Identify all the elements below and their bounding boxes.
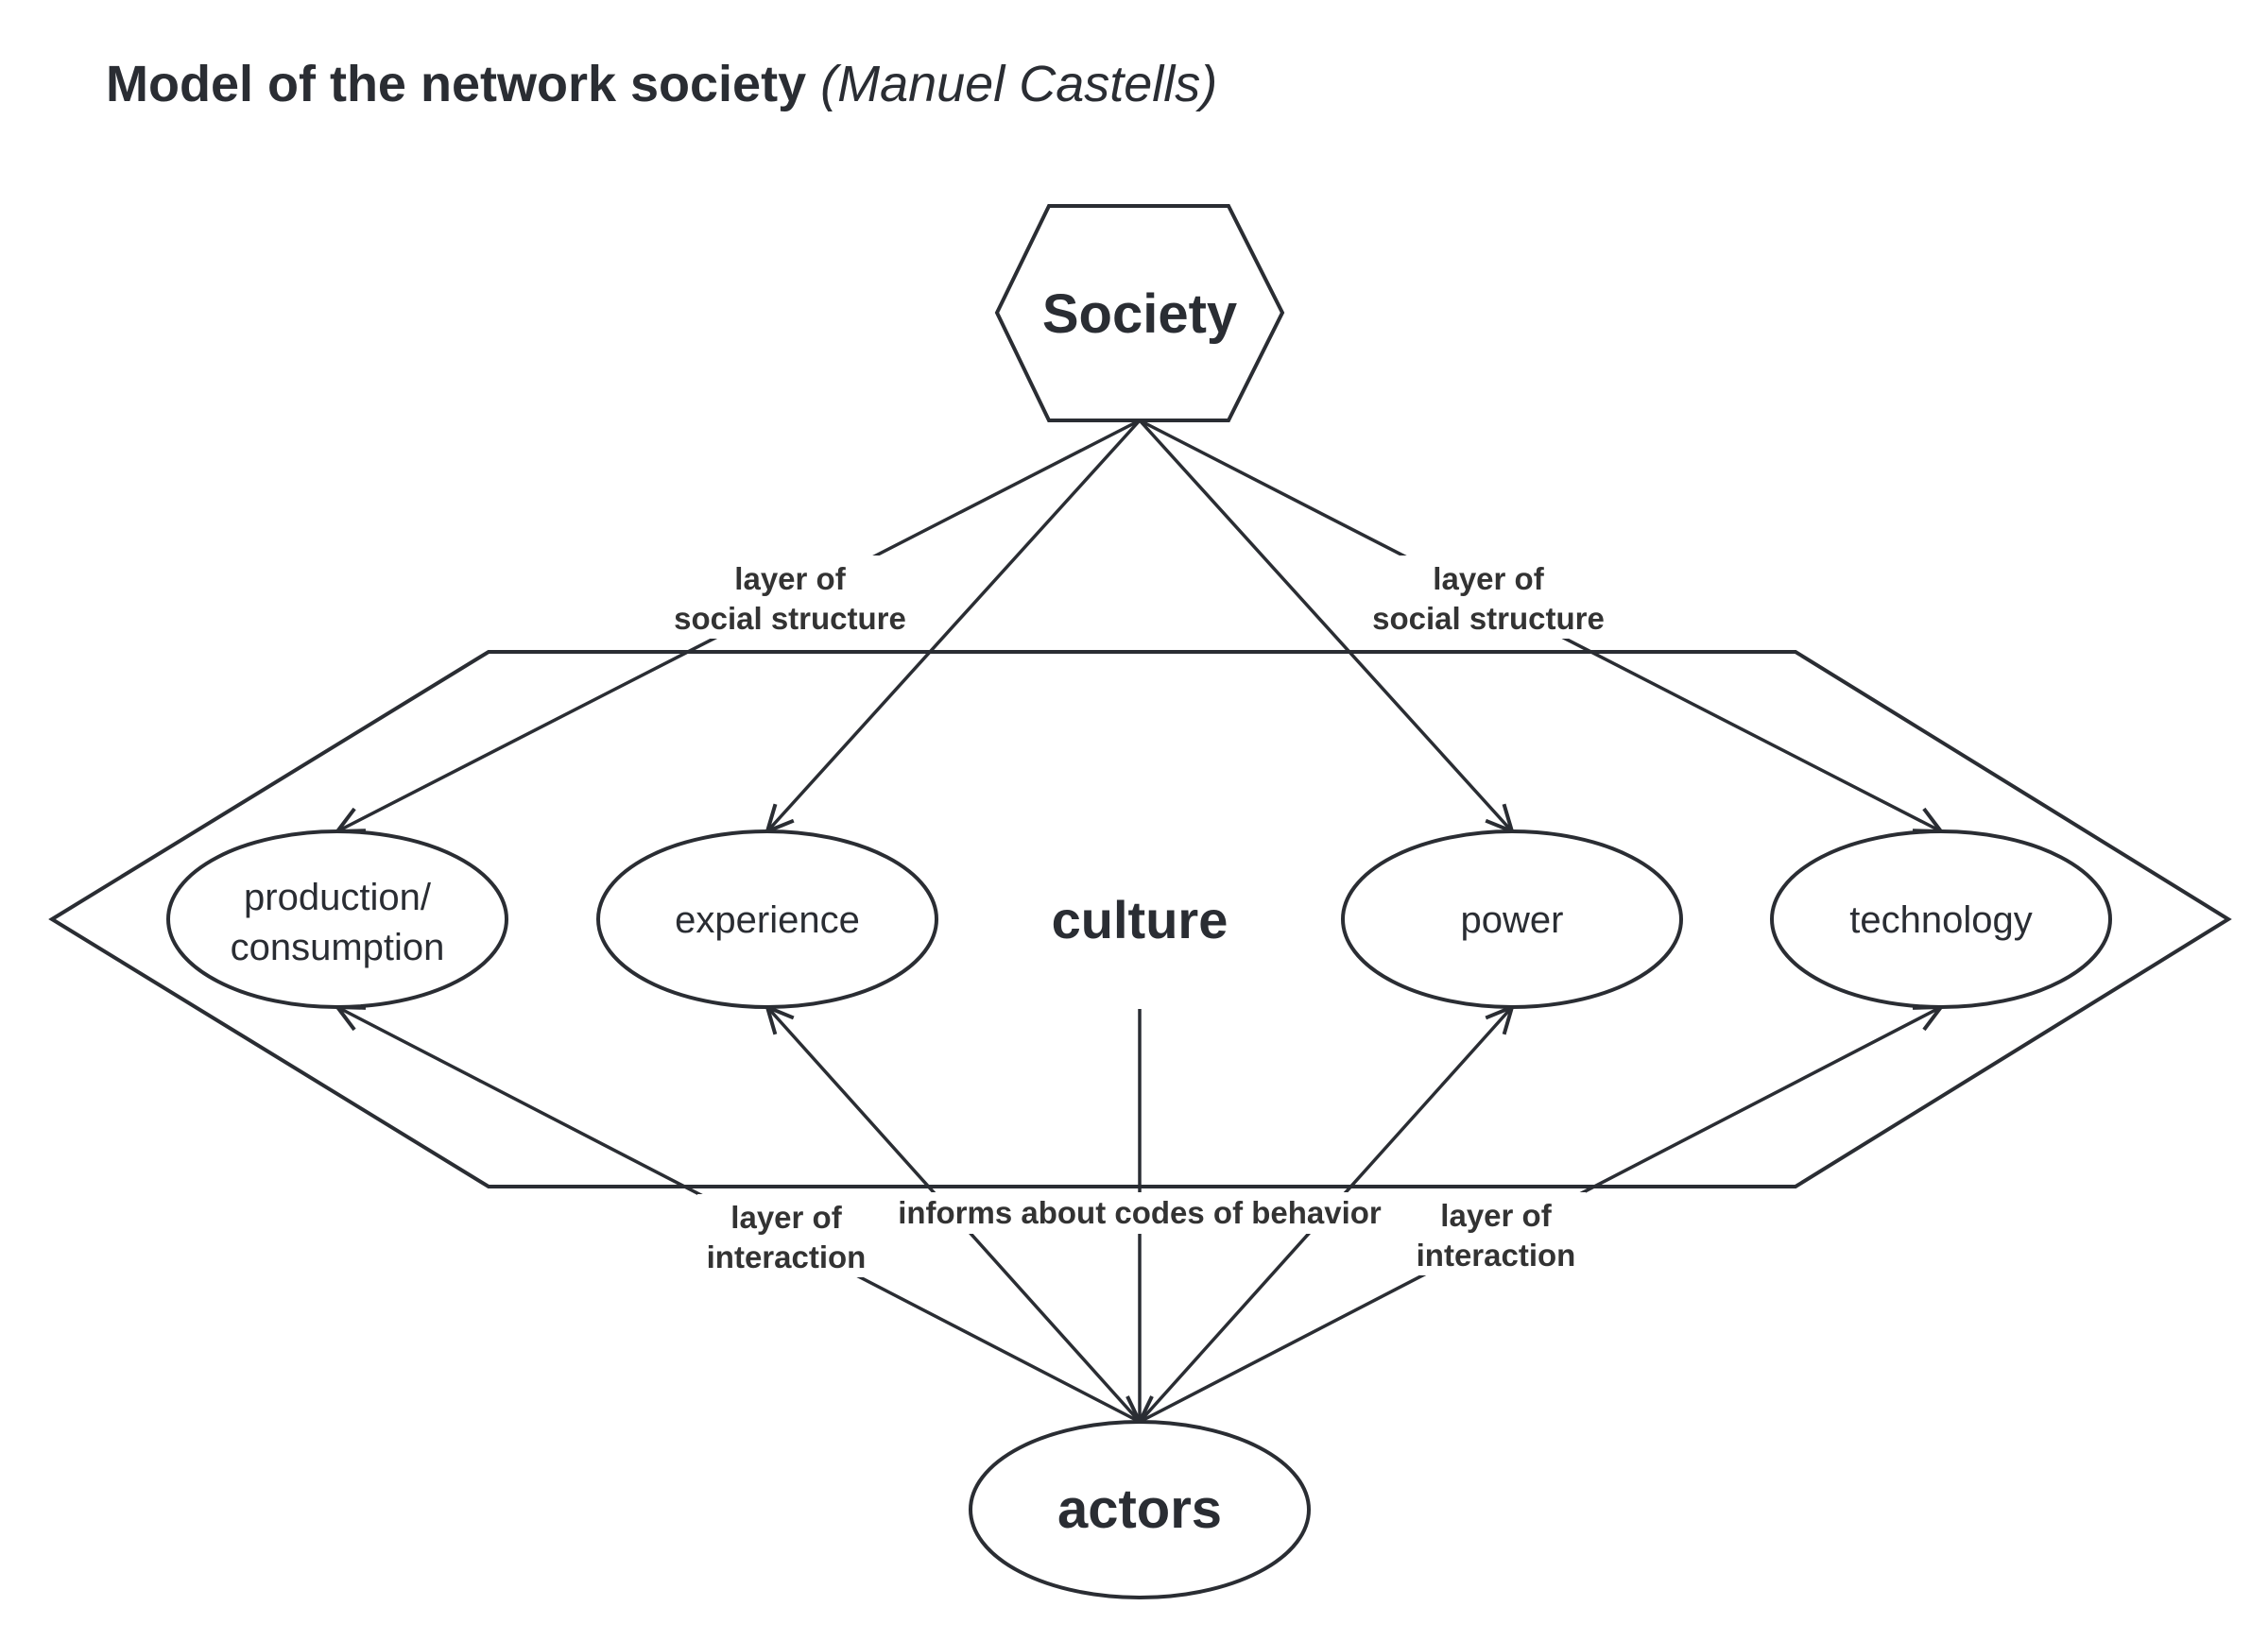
edge-society-to-power[interactable] (1138, 419, 1514, 833)
sphere-production[interactable]: production/ consumption (166, 829, 508, 1009)
label-codes-of-behavior: informs about codes of behavior (886, 1192, 1393, 1234)
label-line: informs about codes of behavior (898, 1195, 1382, 1230)
label-line: social structure (674, 601, 906, 636)
actors-ellipse[interactable] (969, 1420, 1311, 1599)
edge-labels: layer of social structure layer of socia… (662, 556, 1616, 1277)
technology-label: technology (1849, 899, 2032, 941)
label-interaction-right: layer of interaction (1406, 1192, 1586, 1275)
title-main: Model of the network society (106, 56, 807, 112)
culture-hexagon (48, 650, 2232, 1188)
title-author: (Manuel Castells) (820, 56, 1218, 112)
production-label-line2: consumption (231, 927, 445, 968)
power-ellipse[interactable] (1341, 829, 1683, 1009)
society-hexagon[interactable] (994, 204, 1285, 422)
edge-society-to-experience[interactable] (765, 419, 1142, 833)
sphere-experience[interactable]: experience (596, 829, 938, 1009)
sphere-technology[interactable]: technology (1770, 829, 2112, 1009)
experience-label: experience (675, 899, 860, 941)
actors-label: actors (1057, 1479, 1222, 1540)
label-line: layer of (1440, 1198, 1552, 1233)
diagram-title: Model of the network society (Manuel Cas… (106, 55, 1217, 113)
label-social-structure-right: layer of social structure (1361, 556, 1616, 639)
label-bg (662, 556, 917, 639)
label-bg (886, 1192, 1393, 1234)
label-interaction-left: layer of interaction (697, 1194, 877, 1277)
production-label-line1: production/ (244, 877, 432, 918)
label-line: interaction (1417, 1238, 1576, 1273)
label-bg (1406, 1192, 1586, 1275)
label-bg (1361, 556, 1616, 639)
label-social-structure-left: layer of social structure (662, 556, 917, 639)
actors-node[interactable]: actors (969, 1420, 1311, 1599)
technology-ellipse[interactable] (1770, 829, 2112, 1009)
label-line: layer of (734, 561, 846, 596)
sphere-power[interactable]: power (1341, 829, 1683, 1009)
label-bg (697, 1194, 877, 1277)
experience-ellipse[interactable] (596, 829, 938, 1009)
label-line: social structure (1372, 601, 1605, 636)
society-label: Society (1042, 283, 1237, 345)
label-line: interaction (707, 1239, 867, 1274)
culture-label: culture (1052, 890, 1228, 949)
label-line: layer of (730, 1200, 842, 1235)
production-ellipse[interactable] (166, 829, 508, 1009)
power-label: power (1461, 899, 1564, 941)
label-line: layer of (1433, 561, 1544, 596)
